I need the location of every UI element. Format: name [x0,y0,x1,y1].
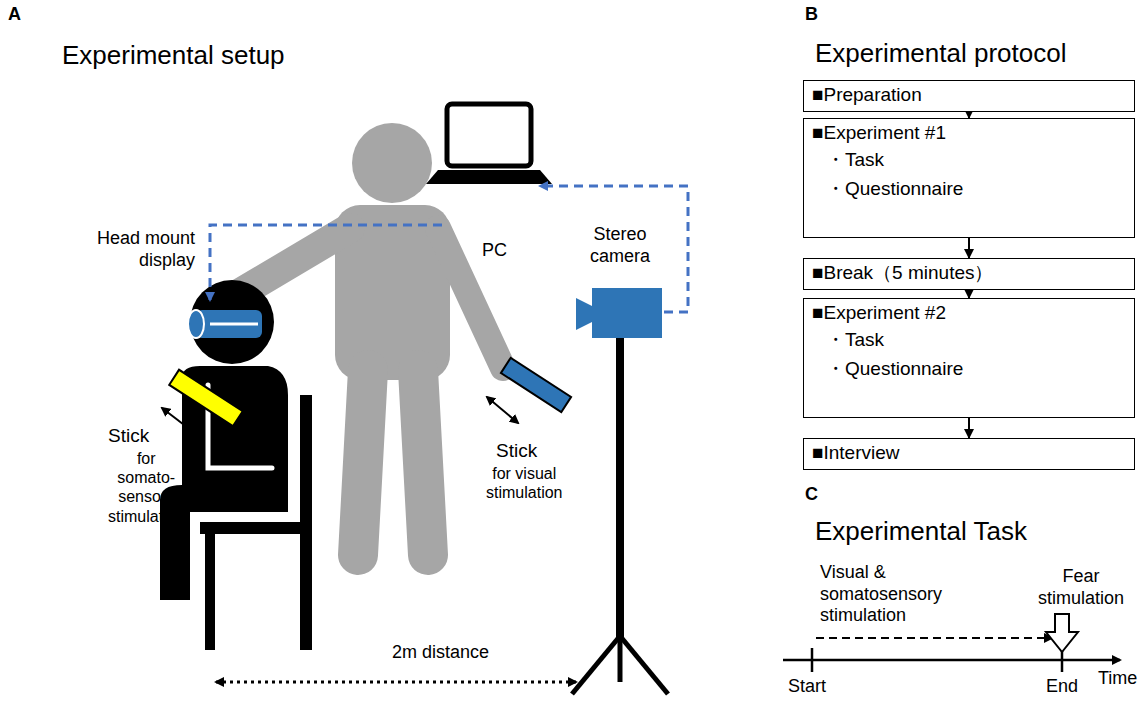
flow-arrow [968,238,970,258]
somatosensory-stick [169,370,243,426]
box-heading: ■Break（5 minutes） [812,261,1126,285]
stick-note: for visual stimulation [486,464,562,502]
head-mount-display [188,310,262,338]
stick-label: Stick [108,425,149,448]
box-heading: ■Experiment #1 [812,121,1126,145]
process-box: ■Experiment #2・Task・Questionnaire [803,298,1135,418]
timeline-label: Fear stimulation [1038,566,1124,609]
box-item: ・Task [812,325,1126,354]
box-heading: ■Interview [812,441,1126,465]
signal-line [540,186,688,312]
box-item: ・Questionnaire [812,354,1126,383]
process-box: ■Experiment #1・Task・Questionnaire [803,118,1135,238]
panel-title: Experimental setup [62,40,285,71]
process-box: ■Break（5 minutes） [803,258,1135,290]
panel-title: Experimental protocol [815,38,1066,69]
process-box: ■Preparation [803,80,1135,112]
panel-title: Experimental Task [815,516,1027,547]
motion-arrow [487,397,518,423]
laptop [426,104,552,184]
timeline-label: Visual & somatosensory stimulation [820,562,955,627]
timeline-label: Start [788,676,826,698]
panel-letter: B [805,4,818,26]
panel-letter: C [805,484,818,506]
flow-arrow [968,290,970,298]
distance-arrow [216,681,576,684]
visual-stick [501,358,571,412]
device-label: PC [482,240,507,262]
stick-label: Stick [496,440,537,463]
device-label: Head mount display [85,228,195,271]
signal-line [210,225,442,300]
box-item: ・Questionnaire [812,174,1126,203]
device-label: Stereo camera [590,224,650,267]
stereo-camera [572,288,668,694]
flow-arrow [968,418,970,438]
panel-letter: A [8,4,21,26]
box-item: ・Task [812,145,1126,174]
box-heading: ■Preparation [812,83,1126,107]
motion-arrow [162,408,196,434]
process-box: ■Interview [803,438,1135,470]
distance-label: 2m distance [392,642,489,664]
stick-note: for somato- sensory stimulation [108,449,184,526]
participant-figure [160,280,288,600]
axis-label: Time [1098,668,1137,690]
box-heading: ■Experiment #2 [812,301,1126,325]
timeline-label: End [1046,676,1078,698]
